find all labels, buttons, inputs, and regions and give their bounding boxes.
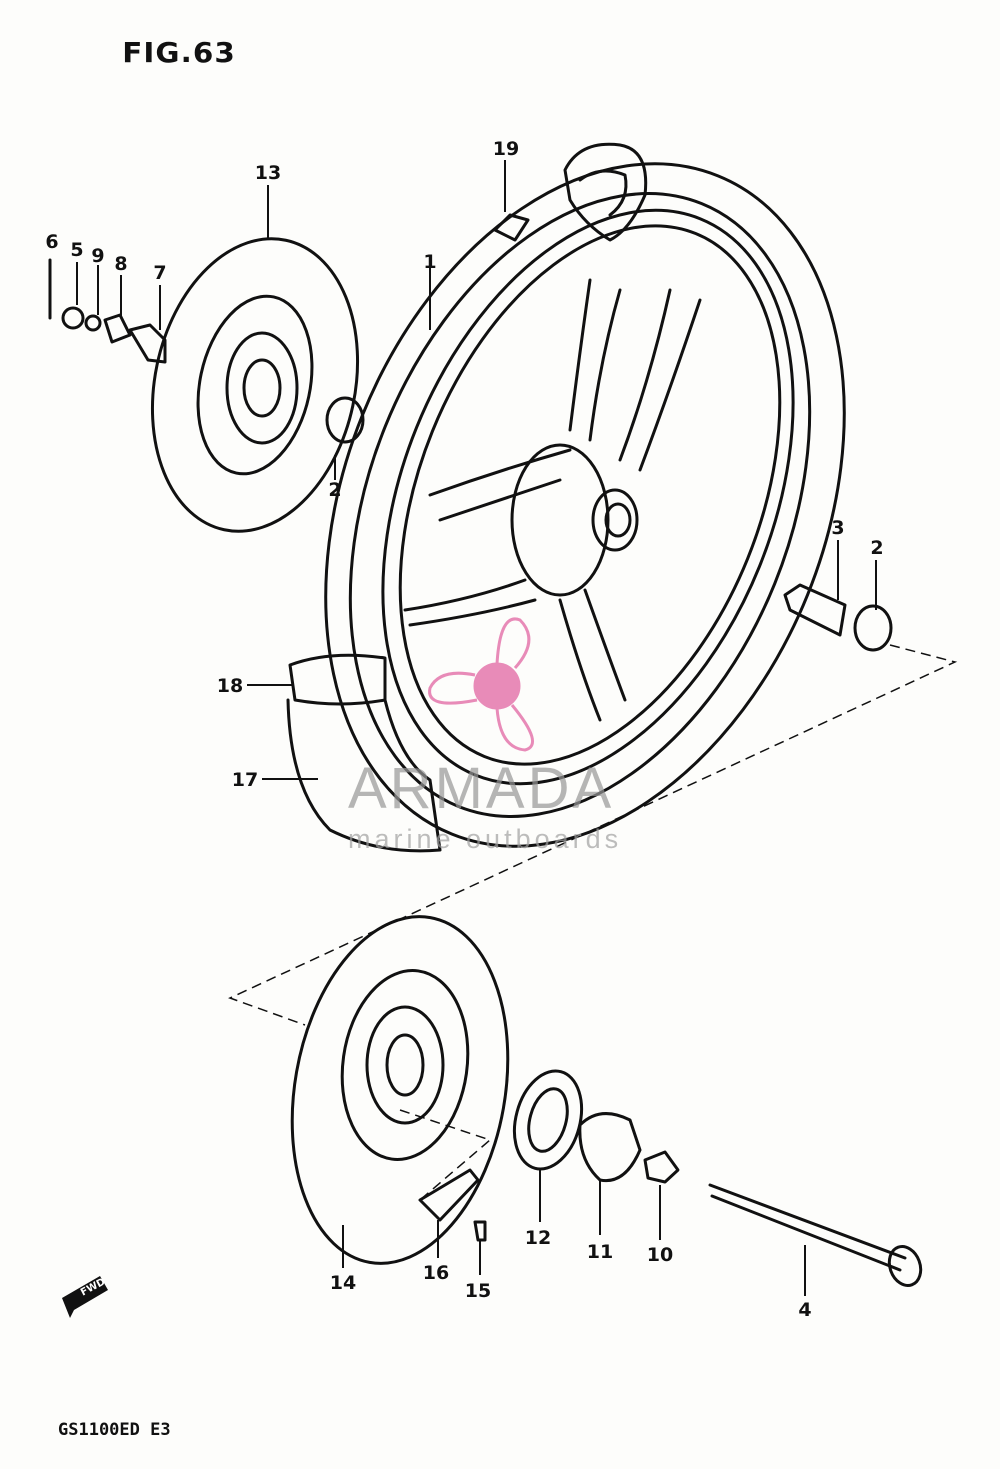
callout-2: 2: [328, 479, 341, 501]
callout-16: 16: [423, 1262, 449, 1284]
callout-17: 17: [232, 769, 258, 791]
fwd-arrow-icon: [62, 1276, 108, 1318]
callout-15: 15: [465, 1280, 491, 1302]
axle-collar[interactable]: [128, 323, 167, 364]
callout-3: 3: [831, 517, 844, 539]
dust-seal[interactable]: [504, 1063, 592, 1176]
callout-10: 10: [647, 1244, 673, 1266]
spacer[interactable]: [103, 313, 132, 344]
callout-18: 18: [217, 675, 243, 697]
fender-body[interactable]: [286, 698, 442, 853]
callout-11: 11: [587, 1241, 613, 1263]
callout-14: 14: [330, 1272, 356, 1294]
hub-body: [510, 443, 610, 597]
hub-bore: [604, 502, 632, 538]
speedometer-gearbox[interactable]: [578, 1112, 642, 1183]
callout-5: 5: [70, 239, 83, 261]
brake-disc-upper[interactable]: [126, 219, 383, 550]
assembly-lines: [228, 644, 958, 1201]
fender-front-section[interactable]: [288, 653, 387, 706]
callout-19: 19: [493, 138, 519, 160]
watermark-logo: [428, 617, 535, 752]
rim-inner: [398, 224, 782, 766]
model-code: GS1100ED E3: [58, 1420, 171, 1440]
callout-9: 9: [91, 245, 104, 267]
lock-plate[interactable]: [418, 1168, 480, 1222]
callout-1: 1: [423, 251, 436, 273]
leader-lines: [76, 160, 877, 1296]
callout-4: 4: [798, 1299, 811, 1321]
callout-7: 7: [153, 262, 166, 284]
callout-2: 2: [870, 537, 883, 559]
spoke-top: [568, 278, 622, 442]
spoke-left: [428, 448, 572, 522]
spoke-lower-left: [403, 578, 537, 627]
bearing-right[interactable]: [853, 604, 893, 652]
figure-title: FIG.63: [122, 36, 236, 69]
front-wheel-assembly[interactable]: [229, 86, 940, 924]
air-valve[interactable]: [493, 213, 530, 242]
callout-8: 8: [114, 253, 127, 275]
axle-spacer[interactable]: [643, 1150, 680, 1184]
tire-section-top: [563, 142, 648, 242]
front-axle[interactable]: [708, 1183, 907, 1272]
callout-labels: 1 2 2 3 4 5 6 7 8 9 10 11 12 13 14 15 16…: [45, 138, 883, 1321]
hub-flange: [591, 488, 639, 552]
axle-nut[interactable]: [61, 306, 85, 330]
brake-disc-lower[interactable]: [266, 899, 534, 1280]
disc-bolt[interactable]: [473, 1220, 487, 1242]
washer[interactable]: [84, 314, 102, 332]
callout-6: 6: [45, 231, 58, 253]
tire-inner: [348, 192, 812, 818]
spoke-bottom: [558, 588, 627, 722]
watermark-tagline: marine outboards: [348, 824, 623, 854]
callout-13: 13: [255, 162, 281, 184]
spacer-right[interactable]: [783, 583, 847, 637]
callout-12: 12: [525, 1227, 551, 1249]
rim-outer: [381, 208, 795, 786]
spoke-top-right: [618, 288, 702, 472]
watermark-brand: ARMADA: [348, 756, 615, 821]
bearing-left[interactable]: [325, 396, 365, 444]
